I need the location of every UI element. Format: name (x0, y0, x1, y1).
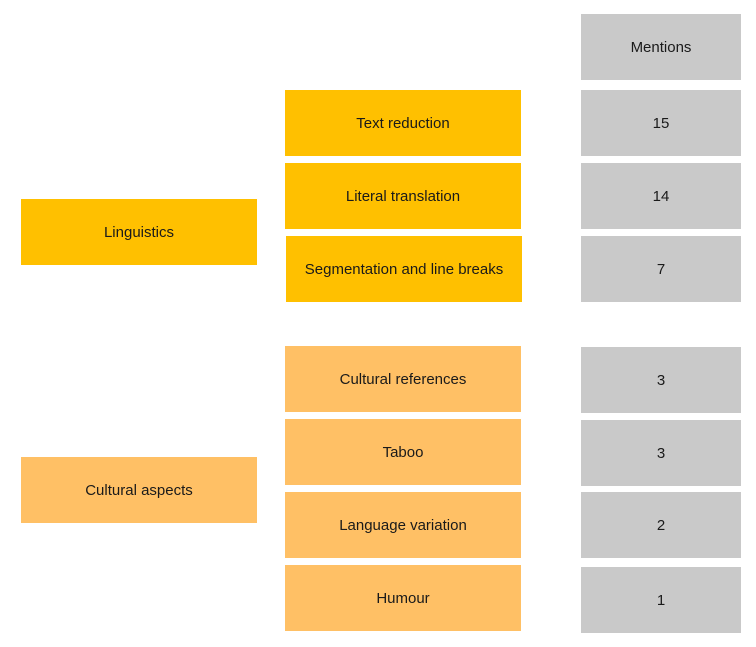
category-cultural-aspects: Cultural aspects (21, 457, 257, 523)
mentions-count-taboo: 3 (581, 420, 741, 486)
mentions-count-value: 7 (656, 260, 666, 278)
subcategory-literal-translation: Literal translation (285, 163, 521, 229)
mentions-header: Mentions (581, 14, 741, 80)
subcategory-label: Cultural references (339, 370, 467, 388)
mentions-count-value: 15 (652, 114, 670, 132)
mentions-header-label: Mentions (630, 38, 692, 56)
mentions-count-cultural-references: 3 (581, 347, 741, 413)
category-linguistics: Linguistics (21, 199, 257, 265)
subcategory-cultural-references: Cultural references (285, 346, 521, 412)
subcategory-label: Segmentation and line breaks (304, 260, 504, 278)
subcategory-humour: Humour (285, 565, 521, 631)
mentions-count-value: 3 (656, 371, 666, 389)
mentions-count-literal-translation: 14 (581, 163, 741, 229)
subcategory-label: Language variation (339, 516, 467, 534)
subcategory-label: Humour (376, 589, 430, 607)
mentions-count-value: 1 (656, 591, 666, 609)
mentions-count-value: 2 (656, 516, 666, 534)
mentions-count-language-variation: 2 (581, 492, 741, 558)
subcategory-label: Text reduction (356, 114, 450, 132)
category-cultural-aspects-label: Cultural aspects (85, 481, 193, 499)
mentions-count-segmentation-line-breaks: 7 (581, 236, 741, 302)
subcategory-language-variation: Language variation (285, 492, 521, 558)
subcategory-segmentation-line-breaks: Segmentation and line breaks (286, 236, 522, 302)
category-linguistics-label: Linguistics (103, 223, 175, 241)
subcategory-text-reduction: Text reduction (285, 90, 521, 156)
mentions-count-value: 3 (656, 444, 666, 462)
subcategory-label: Taboo (382, 443, 424, 461)
subcategory-label: Literal translation (345, 187, 461, 205)
mentions-count-value: 14 (652, 187, 670, 205)
mentions-count-humour: 1 (581, 567, 741, 633)
subcategory-taboo: Taboo (285, 419, 521, 485)
mentions-count-text-reduction: 15 (581, 90, 741, 156)
